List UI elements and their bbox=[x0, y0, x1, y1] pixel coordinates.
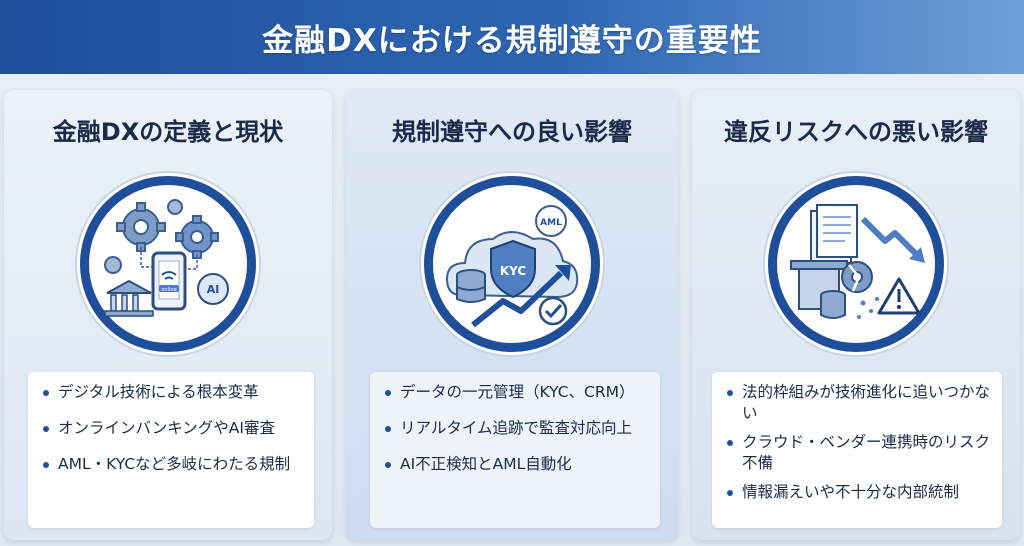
title-banner: 金融DXにおける規制遵守の重要性 bbox=[0, 0, 1024, 74]
list-item: クラウド・ベンダー連携時のリスク不備 bbox=[724, 432, 990, 474]
shield-label: KYC bbox=[500, 264, 527, 278]
phone-label: online bbox=[161, 287, 176, 293]
panel-positive-impact: 規制遵守への良い影響 KYC AML データの一元管理（KYC、CRM） リアル… bbox=[346, 90, 678, 540]
list-item: 情報漏えいや不十分な内部統制 bbox=[724, 482, 990, 503]
panel-title: 違反リスクへの悪い影響 bbox=[724, 118, 988, 146]
gears-phone-bank-ai-icon: online AI bbox=[80, 176, 256, 352]
bullet-list: 法的枠組みが技術進化に追いつかない クラウド・ベンダー連携時のリスク不備 情報漏… bbox=[712, 372, 1002, 528]
bubble-label: AML bbox=[540, 218, 562, 228]
sparkle-icon bbox=[976, 502, 998, 524]
list-item: AML・KYCなど多岐にわたる規制 bbox=[40, 454, 302, 475]
panel-title: 金融DXの定義と現状 bbox=[52, 118, 284, 146]
cloud-shield-growth-icon-graphic: KYC AML bbox=[445, 205, 579, 328]
list-item: デジタル技術による根本変革 bbox=[40, 382, 302, 403]
panel-title: 規制遵守への良い影響 bbox=[392, 118, 632, 146]
panel-fintech-definition: 金融DXの定義と現状 on bbox=[4, 90, 332, 540]
list-item: リアルタイム追跡で監査対応向上 bbox=[382, 418, 648, 439]
documents-broken-gear-warning-icon-graphic bbox=[790, 204, 925, 319]
panel-negative-impact: 違反リスクへの悪い影響 bbox=[692, 90, 1020, 540]
page-title: 金融DXにおける規制遵守の重要性 bbox=[262, 22, 762, 59]
cloud-shield-growth-icon: KYC AML bbox=[424, 176, 600, 352]
list-item: 法的枠組みが技術進化に追いつかない bbox=[724, 382, 990, 424]
gears-phone-bank-ai-icon-graphic: online AI bbox=[104, 199, 229, 317]
list-item: オンラインバンキングやAI審査 bbox=[40, 418, 302, 439]
documents-broken-gear-warning-icon bbox=[768, 176, 944, 352]
list-item: データの一元管理（KYC、CRM） bbox=[382, 382, 648, 403]
ai-label: AI bbox=[207, 283, 220, 296]
list-item: AI不正検知とAML自動化 bbox=[382, 454, 648, 475]
bullet-list: データの一元管理（KYC、CRM） リアルタイム追跡で監査対応向上 AI不正検知… bbox=[370, 372, 660, 528]
bullet-list: デジタル技術による根本変革 オンラインバンキングやAI審査 AML・KYCなど多… bbox=[28, 372, 314, 528]
